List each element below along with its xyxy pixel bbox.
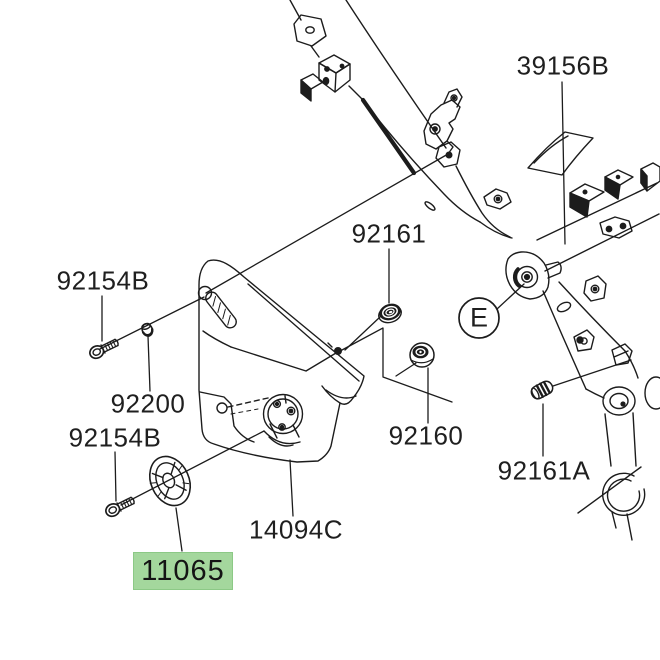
- part-label-92154b-top[interactable]: 92154B: [56, 265, 150, 296]
- part-label-92200[interactable]: 92200: [110, 388, 186, 419]
- part-label-11065-highlighted[interactable]: 11065: [133, 552, 233, 590]
- part-label-92161[interactable]: 92161: [351, 218, 427, 249]
- frame-mount-boss: [505, 251, 550, 300]
- fairing-round-cover: [262, 393, 304, 439]
- part-label-39156b[interactable]: 39156B: [516, 50, 610, 81]
- pin-92161a: [530, 380, 554, 400]
- bolt-92154b-top: [86, 335, 122, 362]
- grommet-92160: [409, 342, 435, 368]
- part-label-92160[interactable]: 92160: [388, 420, 464, 451]
- cap-11065: [148, 455, 192, 507]
- fairing-tip-screw: [334, 347, 343, 356]
- part-label-11065-text: 11065: [141, 554, 225, 587]
- part-label-92161a[interactable]: 92161A: [497, 455, 591, 486]
- pad-39156b: [527, 131, 594, 176]
- part-label-14094c[interactable]: 14094C: [248, 514, 344, 545]
- frame-bracket-mid: [423, 99, 461, 150]
- fairing-vent-slot: [205, 291, 237, 329]
- detail-ref-e-letter: E: [469, 302, 489, 333]
- nut-92161: [378, 303, 402, 324]
- bolt-92154b-bottom: [102, 493, 138, 520]
- frame-bracket-top: [293, 14, 327, 47]
- frame-assembly: [289, 0, 660, 541]
- fairing-panel-14094c: [197, 259, 365, 463]
- washer-92200: [141, 322, 154, 337]
- part-label-92154b-bottom[interactable]: 92154B: [68, 422, 162, 453]
- detail-ref-e-circle: [458, 297, 500, 339]
- leader-lines: [99, 81, 632, 552]
